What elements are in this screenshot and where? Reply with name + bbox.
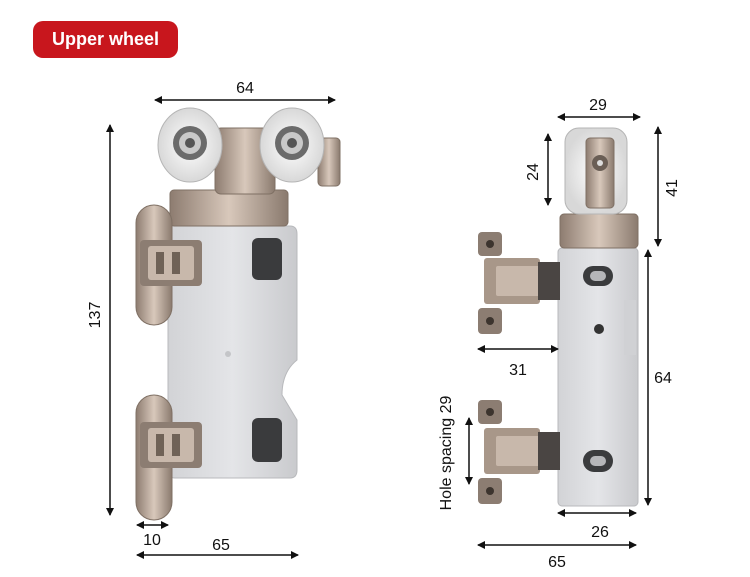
right-bracket xyxy=(559,213,639,249)
right-hinge-top xyxy=(478,232,560,334)
dim-label-65-right: 65 xyxy=(548,554,566,571)
title-badge: Upper wheel xyxy=(33,21,178,58)
dim-label-64-top: 64 xyxy=(236,80,254,97)
dim-label-24: 24 xyxy=(525,163,542,181)
left-mount-top xyxy=(252,238,282,280)
dim-label-31: 31 xyxy=(509,362,527,379)
right-view: 29 24 41 31 64 Hole spacing 29 26 65 xyxy=(438,97,681,571)
left-wheel-1 xyxy=(157,107,223,183)
right-hinge-bottom xyxy=(478,400,560,504)
left-mount-bottom xyxy=(252,418,282,462)
left-hinge-bottom xyxy=(140,422,202,468)
dim-label-hole-spacing: Hole spacing 29 xyxy=(438,396,455,511)
dim-label-26: 26 xyxy=(591,524,609,541)
dim-label-10: 10 xyxy=(143,532,161,549)
dim-label-65-left: 65 xyxy=(212,537,230,554)
dim-label-64-right: 64 xyxy=(654,370,672,387)
left-hinge-top xyxy=(140,240,202,286)
right-wheel xyxy=(564,127,628,215)
dim-label-41: 41 xyxy=(664,179,681,197)
left-bracket xyxy=(169,189,289,227)
dim-label-29-top: 29 xyxy=(589,97,607,114)
left-wheel-2 xyxy=(259,107,325,183)
dim-label-137: 137 xyxy=(87,302,104,329)
left-view: 64 137 10 65 xyxy=(87,80,341,559)
